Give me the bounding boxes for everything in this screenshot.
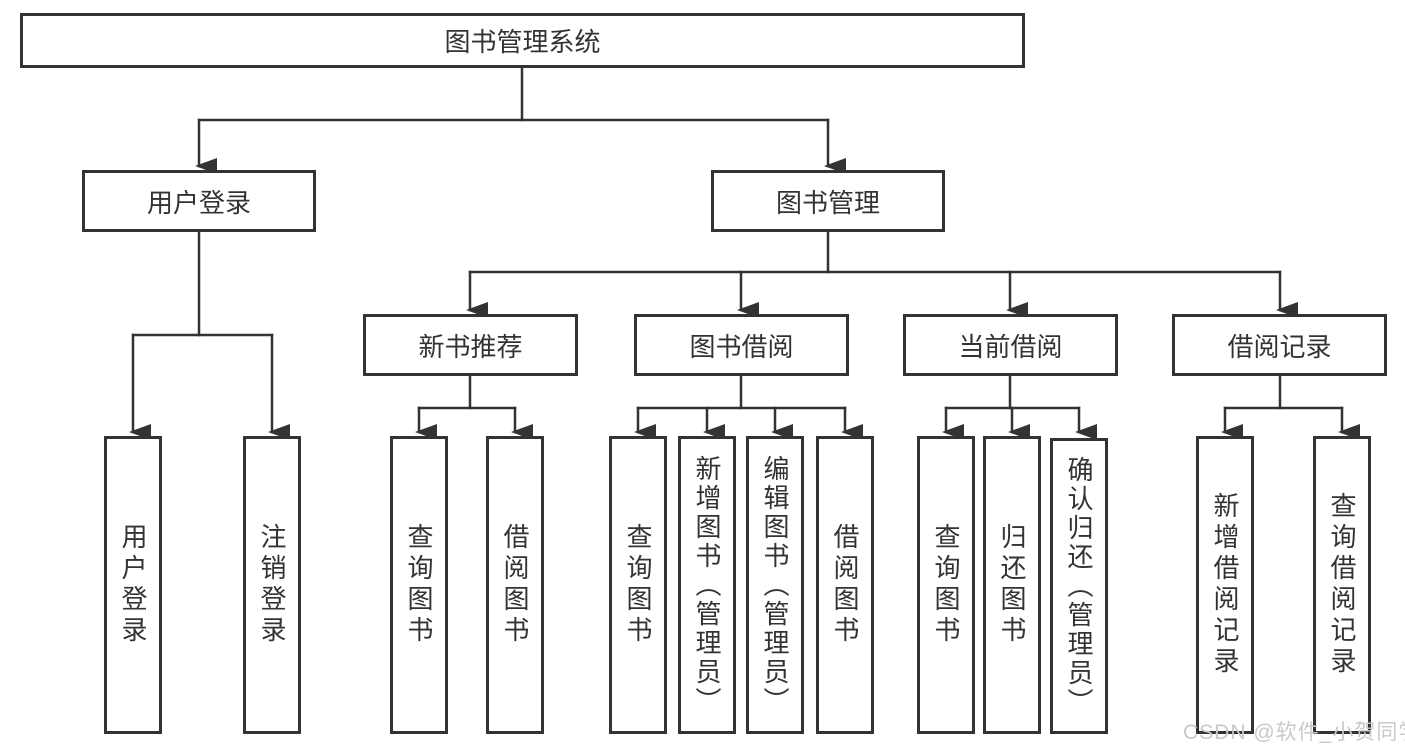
leaf-confirm-return-admin: 确认归还（管理员）	[1050, 438, 1108, 734]
leaf-query-borrow-record: 查询借阅记录	[1313, 436, 1371, 734]
leaf-borrow-books-borrowing: 借阅图书	[816, 436, 874, 734]
node-library-system: 图书管理系统	[20, 13, 1025, 68]
leaf-add-book-admin: 新增图书（管理员）	[678, 436, 736, 734]
leaf-logout: 注销登录	[243, 436, 301, 734]
leaf-user-login: 用户登录	[104, 436, 162, 734]
watermark: CSDN @软件_小贺同学	[1183, 721, 1405, 744]
leaf-return-books: 归还图书	[983, 436, 1041, 734]
leaf-edit-book-admin: 编辑图书（管理员）	[746, 436, 804, 734]
leaf-borrow-books-recommendation: 借阅图书	[486, 436, 544, 734]
node-new-book-recommendation: 新书推荐	[363, 314, 578, 376]
node-user-login: 用户登录	[82, 170, 316, 232]
leaf-add-borrow-record: 新增借阅记录	[1196, 436, 1254, 734]
leaf-query-books-recommendation: 查询图书	[390, 436, 448, 734]
leaf-query-books-current: 查询图书	[917, 436, 975, 734]
node-book-borrowing: 图书借阅	[634, 314, 849, 376]
node-book-management: 图书管理	[711, 170, 945, 232]
leaf-query-books-borrowing: 查询图书	[609, 436, 667, 734]
node-borrowing-records: 借阅记录	[1172, 314, 1387, 376]
node-current-borrowing: 当前借阅	[903, 314, 1118, 376]
